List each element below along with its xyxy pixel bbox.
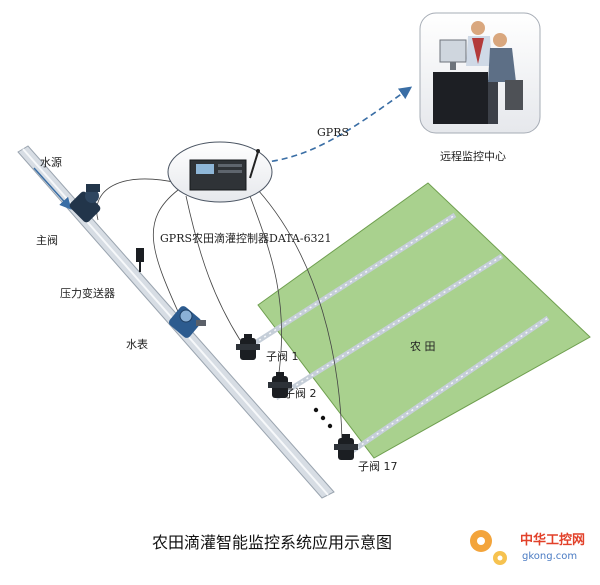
sub-valve-1-label: 子阀 1 bbox=[266, 349, 299, 363]
pressure-transmitter-icon bbox=[136, 248, 144, 272]
water-meter-label: 水表 bbox=[126, 337, 148, 351]
farm-field bbox=[257, 182, 591, 459]
water-source-label: 水源 bbox=[40, 155, 62, 169]
pressure-transmitter-label: 压力变送器 bbox=[60, 286, 115, 300]
signal-wires bbox=[96, 178, 343, 441]
remote-center-label: 远程监控中心 bbox=[440, 149, 506, 163]
sub-valve-icon bbox=[236, 334, 260, 360]
water-meter-icon bbox=[168, 306, 206, 338]
gprs-label: GPRS bbox=[317, 126, 349, 139]
sub-valve-2-label: 子阀 2 bbox=[284, 386, 317, 400]
ellipsis-dots bbox=[313, 407, 333, 429]
field-label: 农 田 bbox=[410, 339, 436, 353]
gear-logo-icon bbox=[470, 530, 507, 565]
monitoring-center-icon bbox=[419, 12, 541, 134]
watermark-brand: 中华工控网 bbox=[520, 532, 585, 548]
watermark-site: gkong.com bbox=[522, 551, 577, 562]
sub-valve-icon bbox=[334, 434, 358, 460]
main-valve-label: 主阀 bbox=[36, 233, 58, 247]
diagram-caption: 农田滴灌智能监控系统应用示意图 bbox=[152, 533, 392, 552]
sub-valve-17-label: 子阀 17 bbox=[358, 459, 398, 473]
sub-valve-icon bbox=[268, 372, 292, 398]
controller-label: GPRS农田滴灌控制器DATA-6321 bbox=[160, 231, 332, 245]
controller-device-icon bbox=[167, 141, 273, 203]
main-valve-icon bbox=[69, 184, 101, 223]
drip-lines bbox=[242, 212, 550, 461]
